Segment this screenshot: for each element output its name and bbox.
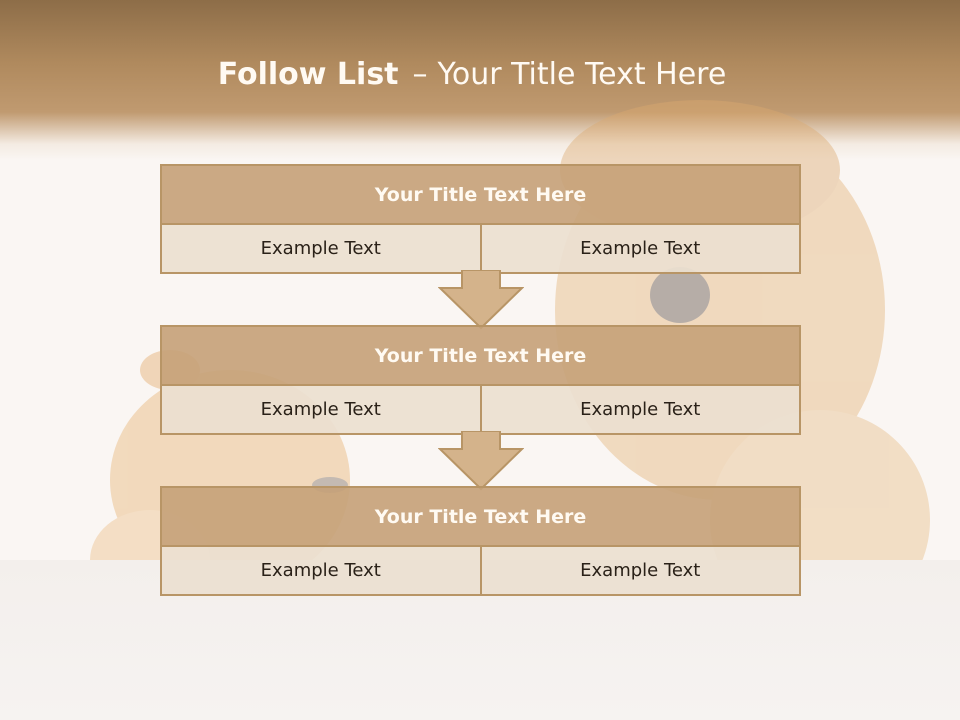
title-rest-text: Your Title Text Here bbox=[437, 57, 727, 92]
step-title: Your Title Text Here bbox=[162, 166, 799, 225]
step-row: Example Text Example Text bbox=[162, 547, 799, 594]
header-band bbox=[0, 0, 960, 160]
title-bold-text: Follow List bbox=[217, 57, 399, 92]
step-row: Example Text Example Text bbox=[162, 386, 799, 433]
title-separator: – bbox=[412, 57, 428, 92]
step-title: Your Title Text Here bbox=[162, 488, 799, 547]
step-right-cell: Example Text bbox=[479, 547, 799, 594]
down-arrow-icon bbox=[438, 431, 524, 491]
step-title: Your Title Text Here bbox=[162, 327, 799, 386]
step-row: Example Text Example Text bbox=[162, 225, 799, 272]
step-block-3: Your Title Text Here Example Text Exampl… bbox=[160, 486, 801, 596]
step-left-cell: Example Text bbox=[162, 225, 480, 272]
step-block-2: Your Title Text Here Example Text Exampl… bbox=[160, 325, 801, 435]
step-right-cell: Example Text bbox=[479, 386, 799, 433]
step-right-cell: Example Text bbox=[479, 225, 799, 272]
slide-title: Follow List–Your Title Text Here bbox=[0, 52, 944, 98]
step-left-cell: Example Text bbox=[162, 547, 480, 594]
step-left-cell: Example Text bbox=[162, 386, 480, 433]
step-block-1: Your Title Text Here Example Text Exampl… bbox=[160, 164, 801, 274]
down-arrow-icon bbox=[438, 270, 524, 330]
